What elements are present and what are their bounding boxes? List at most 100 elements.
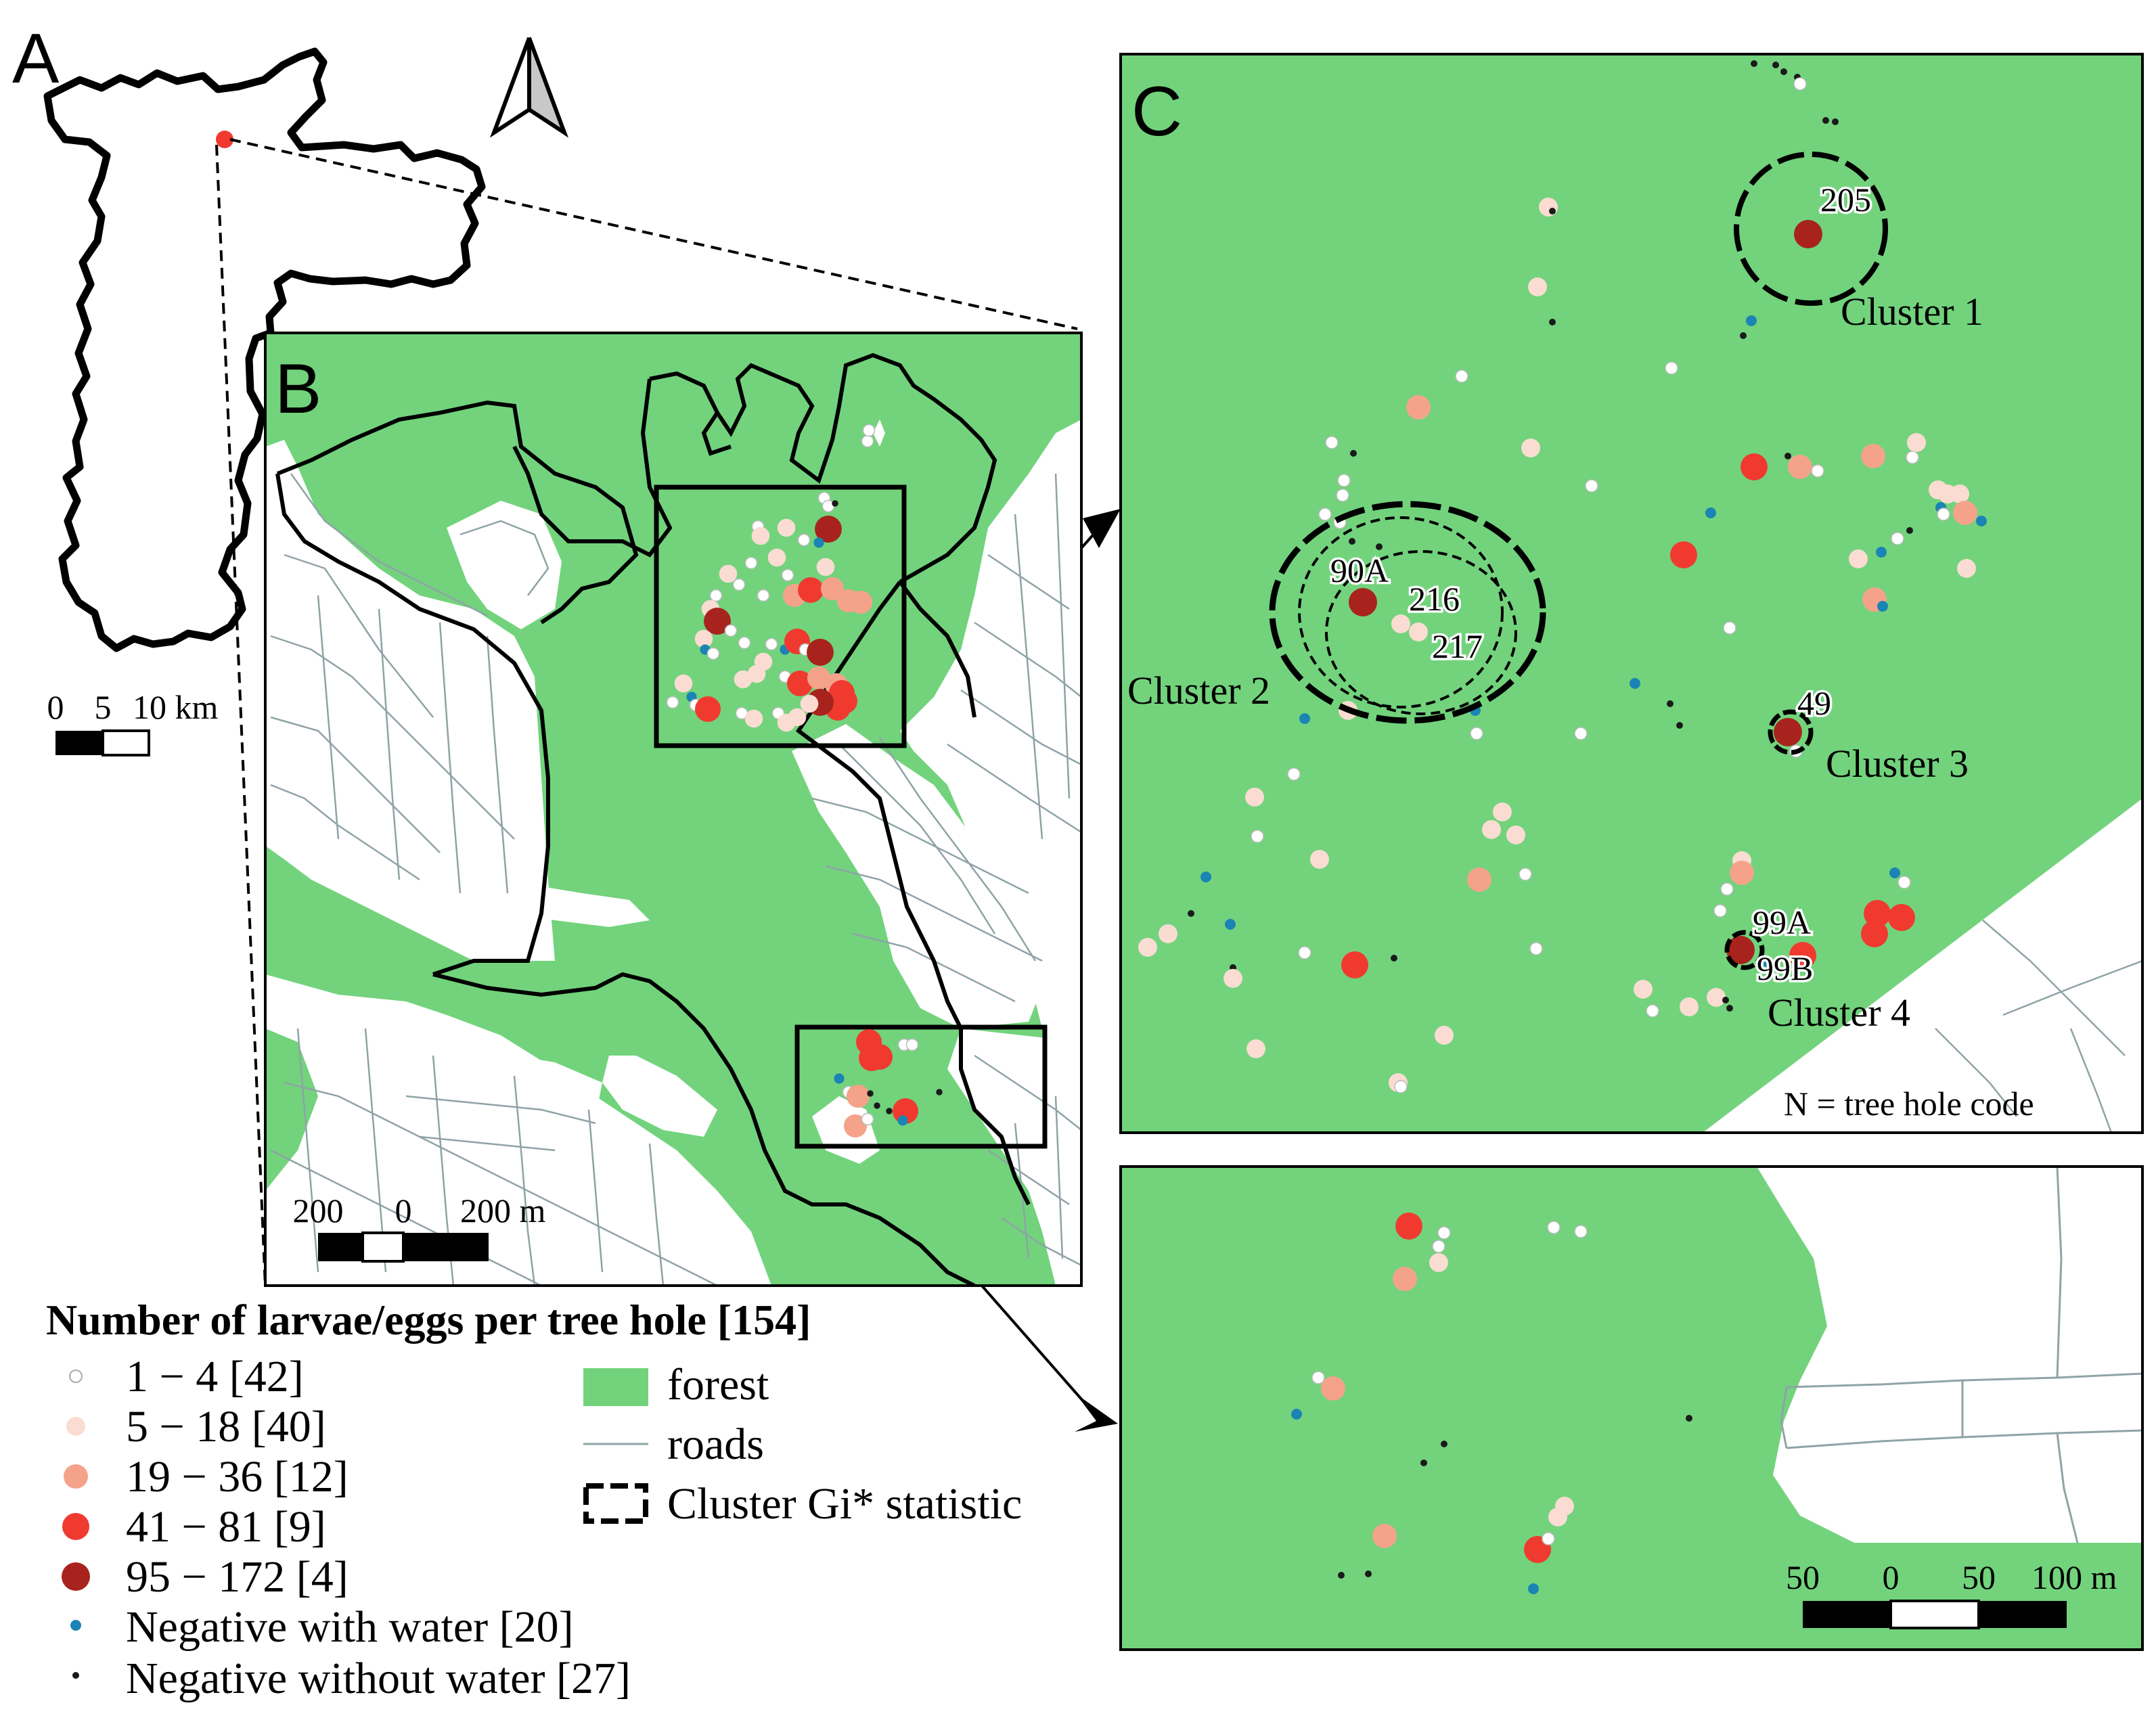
tree-hole-41-81 [867, 1044, 893, 1070]
tree-hole-5-18 [1521, 438, 1540, 457]
tree-hole-5-18 [1223, 969, 1242, 988]
tree-hole-negative-dry [1906, 527, 1913, 534]
tree-hole-1-4 [1470, 727, 1483, 740]
cluster-outlines [1269, 152, 1888, 970]
tree-hole-negative-water [813, 537, 824, 548]
tree-hole-negative-water [1876, 547, 1887, 558]
urban-area [1703, 798, 2142, 1133]
panel-c-points [1138, 60, 1987, 1093]
municipality-boundary [43, 47, 486, 652]
panel-b: B 200 0 200 m [264, 332, 1083, 1287]
tree-hole-41-81 [1888, 904, 1915, 931]
tree-hole-41-81 [787, 671, 813, 696]
tree-hole-95-172 [807, 639, 834, 666]
tree-hole-5-18 [1409, 623, 1428, 641]
tree-hole-5-18 [1482, 820, 1501, 839]
tree-hole-negative-dry [832, 500, 838, 507]
tree-hole-1-4 [1720, 882, 1734, 896]
scale-bar-a: 0 5 10 km [47, 688, 219, 756]
tree-hole-1-4 [1937, 507, 1950, 521]
tree-hole-1-4 [1811, 464, 1824, 478]
legend-symbol-class-4 [62, 1513, 89, 1540]
svg-text:100 m: 100 m [2031, 1558, 2117, 1596]
tree-hole-1-4 [861, 434, 874, 448]
tree-hole-1-4 [1723, 621, 1736, 635]
tree-hole-5-18 [734, 670, 753, 689]
tree-hole-negative-dry [936, 1089, 943, 1095]
tree-hole-1-4 [905, 1038, 919, 1052]
tree-hole-1-4 [666, 696, 679, 709]
tree-hole-19-36 [1372, 1524, 1397, 1548]
tree-hole-negative-water [1976, 516, 1987, 526]
tree-hole-code: 99B [1757, 949, 1813, 987]
tree-hole-negative-dry [1667, 700, 1674, 707]
tree-hole-1-4 [1394, 1080, 1408, 1093]
legend-symbol-forest [583, 1368, 648, 1406]
scale-bar-b: 200 0 200 m [293, 1192, 546, 1263]
legend-label: 95 − 172 [4] [126, 1552, 349, 1602]
tree-hole-5-18 [719, 564, 738, 583]
tree-hole-negative-water [1705, 507, 1716, 518]
tree-hole-5-18 [1247, 1039, 1265, 1058]
tree-hole-negative-water [1877, 601, 1888, 612]
tree-hole-95-172 [1349, 588, 1377, 616]
tree-hole-1-4 [1298, 946, 1311, 959]
svg-text:200 m: 200 m [460, 1192, 546, 1229]
tree-hole-negative-dry [1772, 62, 1779, 68]
tree-hole-5-18 [1159, 924, 1177, 943]
roads-network [270, 473, 1081, 1286]
tree-hole-1-4 [1897, 876, 1911, 889]
legend: Number of larvae/eggs per tree hole [154… [46, 1296, 1022, 1703]
tree-hole-5-18 [1907, 433, 1926, 452]
park-boundary [275, 353, 1031, 1286]
tree-hole-negative-dry [1780, 68, 1787, 75]
tree-hole-41-81 [695, 696, 721, 722]
tree-hole-1-4 [1665, 361, 1678, 375]
north-arrow-icon [490, 37, 568, 138]
tree-hole-code: 216 [1409, 580, 1460, 618]
legend-label: roads [667, 1420, 764, 1469]
tree-hole-1-4 [724, 624, 738, 637]
tree-hole-1-4 [732, 578, 746, 591]
tree-hole-1-4 [797, 533, 811, 547]
tree-hole-negative-dry [1420, 1460, 1427, 1466]
tree-hole-19-36 [820, 577, 845, 601]
tree-hole-5-18 [1539, 198, 1558, 217]
tree-hole-1-4 [1325, 436, 1339, 449]
tree-hole-5-18 [777, 518, 796, 537]
tree-hole-5-18 [674, 674, 693, 693]
tree-hole-1-4 [1891, 532, 1904, 545]
legend-label: 5 − 18 [40] [126, 1402, 326, 1451]
tree-hole-41-81 [1341, 951, 1368, 978]
tree-hole-5-18 [816, 558, 835, 577]
svg-text:0: 0 [1883, 1558, 1900, 1596]
panel-c: C 205 Cluster 1 90A 216 217 Cluster 2 49… [1119, 53, 2144, 1134]
tree-hole-negative-dry [1822, 117, 1829, 124]
tree-hole-1-4 [1337, 474, 1351, 487]
tree-hole-1-4 [1574, 1225, 1588, 1238]
legend-title: Number of larvae/eggs per tree hole [154… [46, 1296, 811, 1344]
legend-symbol-negative-dry [72, 1672, 79, 1679]
tree-hole-1-4 [1251, 830, 1264, 843]
tree-hole-95-172 [704, 608, 731, 635]
tree-hole-negative-dry [1338, 1572, 1345, 1579]
tree-hole-negative-dry [1676, 722, 1683, 729]
tree-hole-1-4 [1318, 507, 1332, 521]
study-site-marker [216, 131, 233, 148]
tree-hole-code: 99A [1753, 903, 1811, 941]
legend-label: forest [667, 1360, 769, 1409]
cluster-label: Cluster 3 [1826, 742, 1969, 786]
tree-hole-19-36 [849, 590, 873, 614]
tree-hole-negative-dry [1376, 543, 1383, 550]
tree-hole-41-81 [798, 577, 824, 603]
tree-hole-19-36 [1467, 867, 1491, 892]
svg-text:0: 0 [395, 1192, 412, 1229]
tree-hole-negative-dry [1391, 955, 1397, 962]
svg-text:5: 5 [95, 688, 112, 726]
tree-hole-negative-water [1889, 867, 1900, 878]
tree-hole-negative-dry [867, 1090, 874, 1097]
tree-hole-1-4 [862, 424, 876, 437]
panel-a-letter: A [12, 20, 60, 98]
tree-hole-negative-dry [1350, 450, 1357, 457]
tree-hole-5-18 [800, 694, 819, 713]
